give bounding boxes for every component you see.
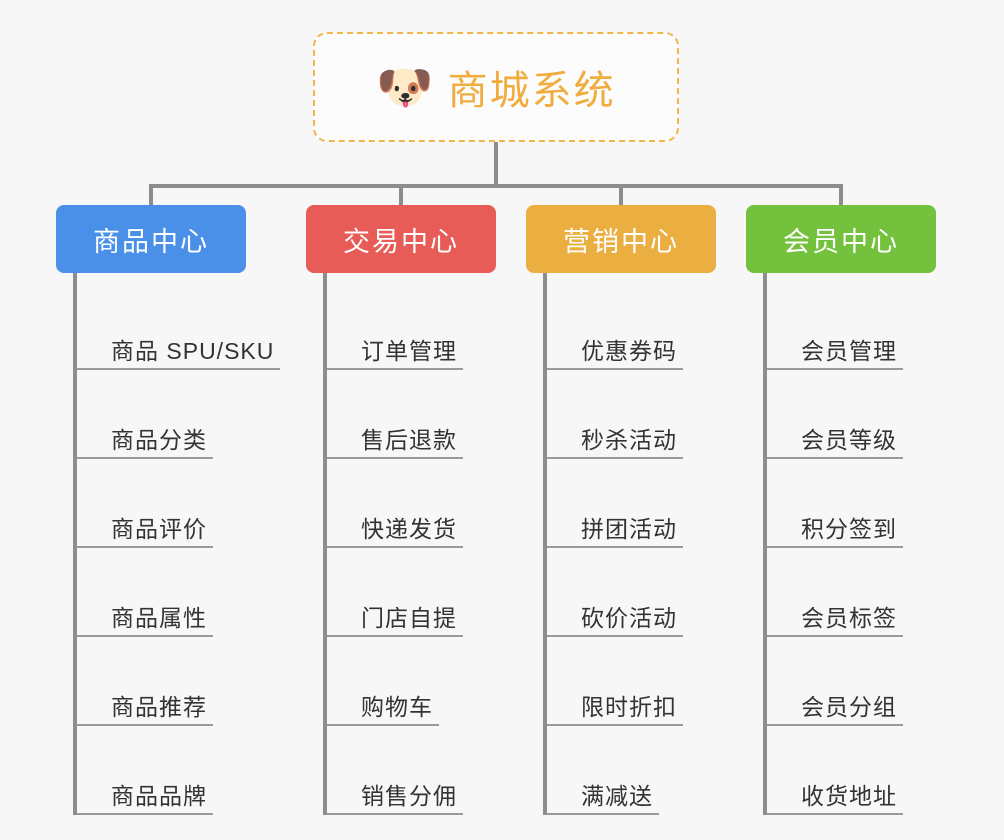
list-item[interactable]: 商品分类 <box>77 370 246 459</box>
category-box-product[interactable]: 商品中心 <box>56 205 246 273</box>
leaf-label: 收货地址 <box>801 782 897 809</box>
list-item[interactable]: 商品 SPU/SKU <box>77 281 280 370</box>
leaf-label: 会员等级 <box>801 426 897 453</box>
list-item[interactable]: 商品属性 <box>77 548 246 637</box>
list-item[interactable]: 商品品牌 <box>77 726 246 815</box>
category-title: 会员中心 <box>783 226 899 257</box>
leaf-label: 快递发货 <box>361 515 457 542</box>
leaf-label: 商品属性 <box>111 604 207 631</box>
leaf-label: 会员标签 <box>801 604 897 631</box>
connector-drop-column-3 <box>839 184 843 208</box>
root-node-title: 商城系统 <box>447 69 616 113</box>
leaf-label: 商品评价 <box>111 515 207 542</box>
connector-drop-column-0 <box>149 184 153 208</box>
list-item[interactable]: 门店自提 <box>327 548 496 637</box>
list-item[interactable]: 商品评价 <box>77 459 246 548</box>
connector-root-stem <box>494 142 498 186</box>
list-item[interactable]: 订单管理 <box>327 281 496 370</box>
list-item[interactable]: 秒杀活动 <box>547 370 716 459</box>
list-item[interactable]: 限时折扣 <box>547 637 716 726</box>
list-item[interactable]: 优惠券码 <box>547 281 716 370</box>
category-box-member[interactable]: 会员中心 <box>746 205 936 273</box>
leaf-label: 秒杀活动 <box>581 426 677 453</box>
leaf-label: 订单管理 <box>361 337 457 364</box>
leaf-label: 限时折扣 <box>581 693 677 720</box>
category-column-product: 商品中心 商品 SPU/SKU 商品分类 商品评价 商品属性 商品推荐 商品品牌 <box>56 205 280 815</box>
leaf-label: 售后退款 <box>361 426 457 453</box>
list-item[interactable]: 售后退款 <box>327 370 496 459</box>
list-item[interactable]: 会员管理 <box>767 281 936 370</box>
list-item[interactable]: 会员分组 <box>767 637 936 726</box>
list-item[interactable]: 购物车 <box>327 637 496 726</box>
connector-drop-column-2 <box>619 184 623 208</box>
category-box-marketing[interactable]: 营销中心 <box>526 205 716 273</box>
connector-drop-column-1 <box>399 184 403 208</box>
leaf-label: 会员分组 <box>801 693 897 720</box>
leaf-list-trade: 订单管理 售后退款 快递发货 门店自提 购物车 销售分佣 <box>323 273 496 815</box>
leaf-label: 会员管理 <box>801 337 897 364</box>
category-box-trade[interactable]: 交易中心 <box>306 205 496 273</box>
leaf-label: 销售分佣 <box>361 782 457 809</box>
leaf-label: 商品 SPU/SKU <box>111 337 275 364</box>
leaf-list-product: 商品 SPU/SKU 商品分类 商品评价 商品属性 商品推荐 商品品牌 <box>73 273 280 815</box>
leaf-label: 商品品牌 <box>111 782 207 809</box>
connector-horizontal-bus <box>149 184 843 188</box>
list-item[interactable]: 收货地址 <box>767 726 936 815</box>
shiba-dog-face-icon: 🐶 <box>376 61 434 113</box>
list-item[interactable]: 会员标签 <box>767 548 936 637</box>
leaf-label: 优惠券码 <box>581 337 677 364</box>
leaf-label: 积分签到 <box>801 515 897 542</box>
root-node-mall-system[interactable]: 🐶 商城系统 <box>313 32 679 142</box>
leaf-list-member: 会员管理 会员等级 积分签到 会员标签 会员分组 收货地址 <box>763 273 936 815</box>
list-item[interactable]: 会员等级 <box>767 370 936 459</box>
leaf-label: 砍价活动 <box>581 604 677 631</box>
leaf-label: 商品推荐 <box>111 693 207 720</box>
list-item[interactable]: 满减送 <box>547 726 716 815</box>
list-item[interactable]: 销售分佣 <box>327 726 496 815</box>
list-item[interactable]: 拼团活动 <box>547 459 716 548</box>
category-column-marketing: 营销中心 优惠券码 秒杀活动 拼团活动 砍价活动 限时折扣 满减送 <box>526 205 716 815</box>
category-title: 交易中心 <box>343 226 459 257</box>
leaf-label: 商品分类 <box>111 426 207 453</box>
leaf-list-marketing: 优惠券码 秒杀活动 拼团活动 砍价活动 限时折扣 满减送 <box>543 273 716 815</box>
category-title: 商品中心 <box>93 226 209 257</box>
leaf-label: 门店自提 <box>361 604 457 631</box>
list-item[interactable]: 砍价活动 <box>547 548 716 637</box>
category-title: 营销中心 <box>563 226 679 257</box>
list-item[interactable]: 积分签到 <box>767 459 936 548</box>
list-item[interactable]: 快递发货 <box>327 459 496 548</box>
category-column-member: 会员中心 会员管理 会员等级 积分签到 会员标签 会员分组 收货地址 <box>746 205 936 815</box>
leaf-label: 拼团活动 <box>581 515 677 542</box>
leaf-label: 满减送 <box>581 782 653 809</box>
list-item[interactable]: 商品推荐 <box>77 637 246 726</box>
leaf-label: 购物车 <box>361 693 433 720</box>
category-column-trade: 交易中心 订单管理 售后退款 快递发货 门店自提 购物车 销售分佣 <box>306 205 496 815</box>
